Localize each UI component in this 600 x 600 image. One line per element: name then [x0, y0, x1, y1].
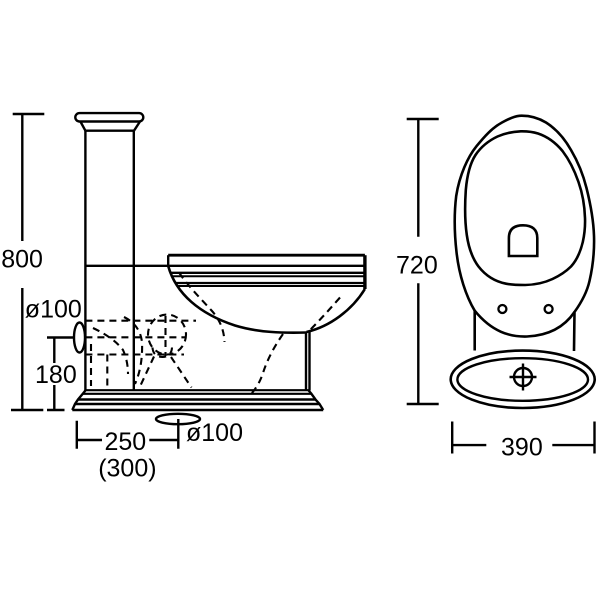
svg-text:(300): (300): [98, 455, 156, 483]
svg-text:390: 390: [501, 433, 543, 461]
svg-text:800: 800: [1, 246, 43, 274]
svg-text:ø100: ø100: [25, 296, 82, 324]
svg-text:180: 180: [35, 361, 77, 389]
svg-text:250: 250: [104, 428, 146, 456]
svg-text:ø100: ø100: [186, 419, 243, 447]
svg-text:720: 720: [396, 251, 438, 279]
